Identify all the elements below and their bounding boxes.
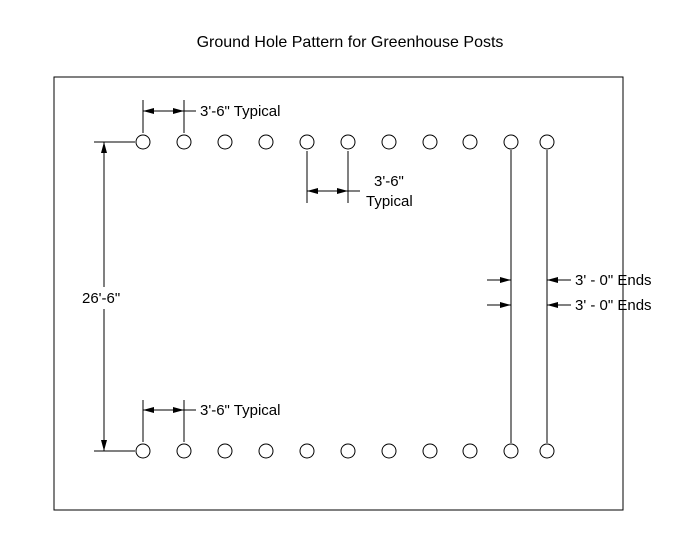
hole [340, 443, 356, 459]
hole [422, 443, 438, 459]
dimension-spacing-bottom: 3'-6" Typical [142, 400, 280, 442]
dimension-ends-1: 3' - 0" Ends [487, 272, 652, 289]
dimension-label-spacing-mid-2: Typical [366, 193, 413, 210]
dimension-spacing-mid: 3'-6" Typical [306, 151, 413, 210]
dimension-label-span: 26'-6" [82, 290, 120, 307]
hole [176, 134, 192, 150]
dimension-spacing-top: 3'-6" Typical [142, 100, 280, 133]
hole [539, 443, 555, 459]
dimension-label-ends-2: 3' - 0" Ends [575, 297, 652, 314]
hole [299, 134, 315, 150]
hole [217, 443, 233, 459]
hole [381, 134, 397, 150]
hole [217, 134, 233, 150]
dimension-label-spacing-top: 3'-6" Typical [200, 103, 280, 120]
hole [503, 134, 519, 150]
hole [340, 134, 356, 150]
hole [381, 443, 397, 459]
dimension-label-spacing-mid-1: 3'-6" [374, 173, 404, 190]
diagram-title: Ground Hole Pattern for Greenhouse Posts [196, 34, 504, 51]
hole [503, 443, 519, 459]
bottom-row-holes [135, 443, 555, 459]
hole [176, 443, 192, 459]
hole [462, 443, 478, 459]
hole [422, 134, 438, 150]
hole [299, 443, 315, 459]
hole [462, 134, 478, 150]
hole [539, 134, 555, 150]
dimension-span: 26'-6" [76, 141, 136, 452]
hole [258, 134, 274, 150]
hole [258, 443, 274, 459]
drawing-border [53, 76, 624, 511]
dimension-label-ends-1: 3' - 0" Ends [575, 272, 652, 289]
dimension-label-spacing-bottom: 3'-6" Typical [200, 402, 280, 419]
hole [135, 443, 151, 459]
dimension-ends-2: 3' - 0" Ends [487, 297, 652, 314]
hole [135, 134, 151, 150]
top-row-holes [135, 134, 555, 150]
